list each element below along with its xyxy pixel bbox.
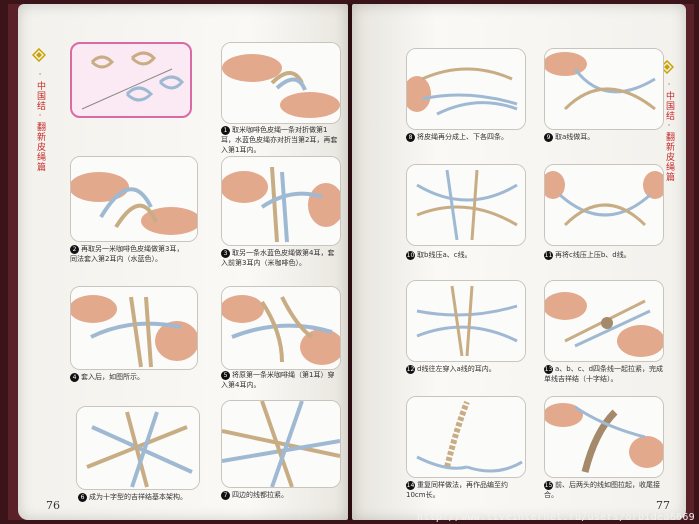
step-photo xyxy=(544,280,664,362)
step-number: 11 xyxy=(544,251,553,260)
step-number: 9 xyxy=(544,133,553,142)
step-number: 13 xyxy=(544,365,553,374)
step-caption-text: a、b、c、d四条线一起拉紧，完成单线吉祥结（十字结）。 xyxy=(544,365,664,383)
step-photo xyxy=(221,156,341,246)
step-caption-text: 前、后两头的线如图拉起，收尾接合。 xyxy=(544,481,660,499)
step-caption-text: 取另一条水蓝色皮绳做第4耳，套入前第3耳内（米咖啡色）。 xyxy=(221,249,335,267)
step-caption-text: 取a线做耳。 xyxy=(555,133,595,141)
watermark-url: http://www.liveinternet.ru/users/orbidea… xyxy=(416,512,695,523)
step-number: 8 xyxy=(406,133,415,142)
step-photo xyxy=(70,286,198,370)
step-caption-text: 重复同样做法，再作品编至约10cm长。 xyxy=(406,481,508,499)
step-photo xyxy=(76,406,200,490)
step-caption-text: 四边的线都拉紧。 xyxy=(232,491,288,499)
step-caption-text: 取米咖啡色皮绳一条对折做第1耳，水蓝色皮绳亦对折当第2耳，再套入第1耳内。 xyxy=(221,126,338,154)
step-caption-text: 成为十字型的吉祥结基本架构。 xyxy=(89,493,187,501)
step-photo xyxy=(406,48,526,130)
step-photo xyxy=(544,48,664,130)
step-number: 12 xyxy=(406,365,415,374)
step-photo xyxy=(406,396,526,478)
step-caption-text: 将原第一条米咖啡绳（第1耳）穿入第4耳内。 xyxy=(221,371,335,389)
step-number: 7 xyxy=(221,491,230,500)
step-caption-text: 取b线压a、c线。 xyxy=(417,251,472,259)
step-caption-text: 套入后，如图所示。 xyxy=(81,373,144,381)
step-caption-text: 再将c线压上压b、d线。 xyxy=(555,251,631,259)
step-number: 10 xyxy=(406,251,415,260)
step-number: 1 xyxy=(221,126,230,135)
step-photo xyxy=(406,280,526,362)
step-number: 5 xyxy=(221,371,230,380)
materials-photo xyxy=(70,42,192,118)
step-photo xyxy=(544,164,664,246)
knot-ornament-icon xyxy=(32,48,46,62)
side-label: ·中国结·翻新皮绳篇 xyxy=(664,80,674,182)
step-caption-text: d线往左穿入a线的耳内。 xyxy=(417,365,496,373)
side-label: ·中国结·翻新皮绳篇 xyxy=(35,70,45,172)
step-photo xyxy=(221,42,341,124)
step-photo xyxy=(406,164,526,246)
step-number: 4 xyxy=(70,373,79,382)
step-caption-text: 再取另一米咖啡色皮绳做第3耳，同法套入第2耳内（水蓝色）。 xyxy=(70,245,184,263)
step-photo xyxy=(70,156,198,242)
step-photo xyxy=(221,400,341,488)
step-photo xyxy=(221,286,341,370)
page-number: 76 xyxy=(46,499,60,512)
step-number: 14 xyxy=(406,481,415,490)
step-number: 15 xyxy=(544,481,553,490)
step-photo xyxy=(544,396,664,478)
step-number: 6 xyxy=(78,493,87,502)
page-number: 77 xyxy=(656,499,670,512)
step-number: 3 xyxy=(221,249,230,258)
step-caption-text: 将皮绳再分成上、下各四条。 xyxy=(417,133,508,141)
step-number: 2 xyxy=(70,245,79,254)
